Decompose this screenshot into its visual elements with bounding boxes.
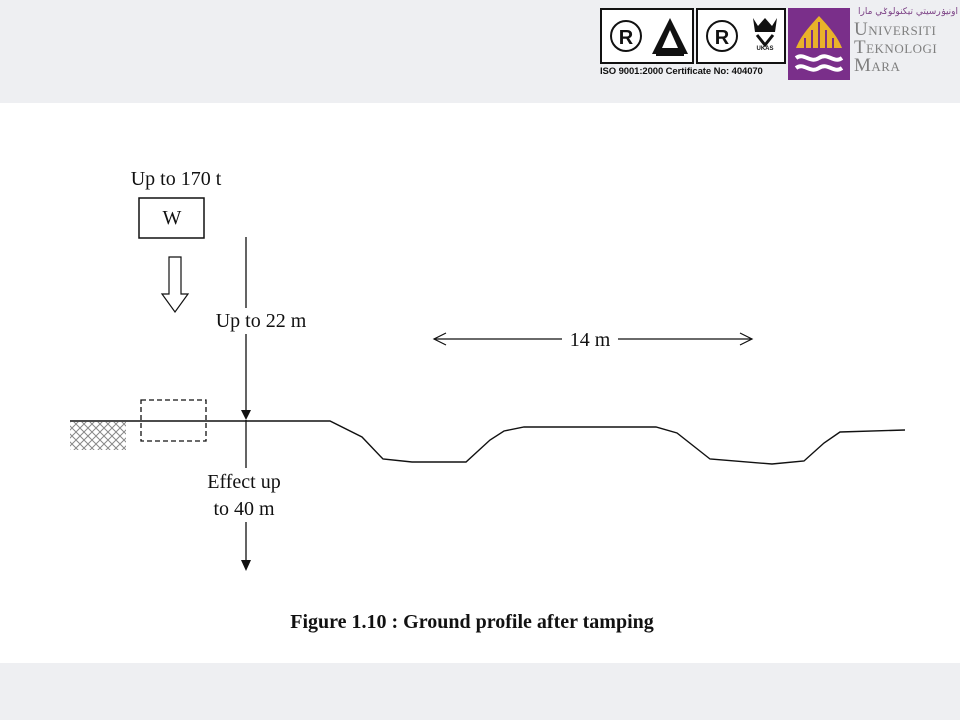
university-name-line-3: Mara — [854, 55, 901, 76]
drop-height-label: Up to 22 m — [216, 310, 307, 332]
university-name: Universiti Teknologi Mara — [854, 19, 938, 76]
effect-depth-arrowhead-icon — [241, 560, 251, 571]
weight-box — [138, 197, 205, 239]
logo-strip: R R UKAS ISO 9001:2000 Certificate No: 4… — [600, 7, 960, 80]
certification-triangle-icon — [652, 18, 688, 56]
ukas-crown-icon — [753, 18, 777, 48]
drop-height-label-bg — [204, 308, 320, 334]
spacing-arrow-left-icon — [432, 332, 447, 346]
uitm-emblem-icon — [788, 8, 850, 80]
footer-band — [0, 663, 960, 720]
certificate-caption: ISO 9001:2000 Certificate No: 404070 — [600, 66, 763, 77]
weight-label: Up to 170 t — [131, 168, 222, 190]
university-name-line-2: Teknologi — [854, 37, 938, 58]
spacing-arrow-right-icon — [739, 332, 754, 346]
ukas-mark-text: UKAS — [756, 46, 774, 52]
weight-box-label: W — [163, 207, 182, 229]
ground-profile-line — [70, 420, 906, 465]
weight-position-dashed — [140, 399, 207, 442]
drop-height-arrowhead-icon — [241, 410, 251, 420]
university-arabic-name: اونيۏرسيتي تيكنولوݢي مارا — [858, 7, 959, 17]
soil-hatch — [70, 422, 126, 450]
effect-label-line-1: Effect up — [207, 471, 281, 493]
registered-mark-icon: R — [610, 20, 642, 52]
effect-label-line-2: to 40 m — [213, 498, 275, 520]
certification-logo-2: R UKAS — [696, 8, 786, 64]
certification-logo-1: R — [600, 8, 694, 64]
university-name-line-1: Universiti — [854, 19, 937, 40]
spacing-label: 14 m — [570, 329, 611, 351]
registered-mark-icon: R — [706, 20, 738, 52]
figure-caption: Figure 1.10 : Ground profile after tampi… — [290, 611, 654, 633]
drop-direction-arrow-icon — [160, 256, 190, 314]
